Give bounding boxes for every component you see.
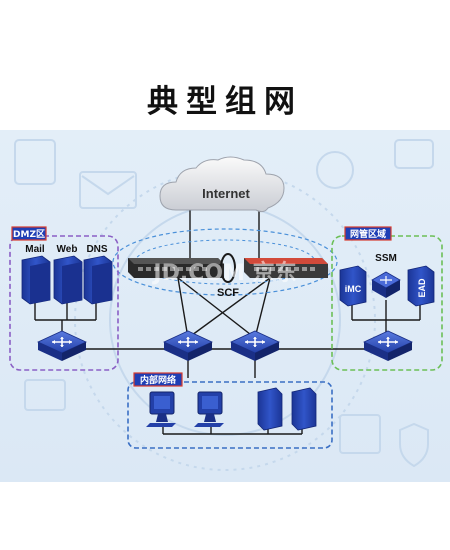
server-label-web: Web — [57, 244, 78, 255]
server-label-dns: DNS — [86, 244, 107, 255]
scf-link-ring — [220, 253, 236, 283]
management-zone-tag — [344, 226, 392, 241]
server-icon — [257, 387, 283, 431]
watermark: JD.COM 京东 — [151, 260, 296, 286]
imc-server-icon: iMC — [339, 265, 367, 307]
page-title: 典型组网 — [147, 84, 303, 120]
internal-zone-tag — [133, 372, 183, 387]
internet-cloud: Internet — [159, 156, 285, 213]
internet-label: Internet — [202, 186, 250, 201]
pc-icon — [194, 391, 224, 427]
server-icon — [291, 387, 317, 431]
ssm-label: SSM — [375, 253, 397, 264]
ssm-device-icon — [371, 271, 401, 298]
internal-zone-label: 内部网络 — [140, 374, 176, 386]
ha-ellipse-outer — [112, 228, 338, 296]
ead-server-icon: EAD — [407, 265, 435, 307]
imc-label: iMC — [345, 284, 362, 294]
dmz-zone-box — [9, 235, 119, 371]
dmz-zone-tag — [11, 226, 47, 241]
firewall-right — [244, 258, 328, 278]
internal-zone-box — [127, 381, 333, 449]
management-zone-label: 网管区域 — [350, 228, 386, 240]
network-diagram: Internet SCF DMZ区 Mai — [0, 130, 450, 482]
dmz-zone-label: DMZ区 — [13, 229, 45, 240]
ead-label: EAD — [417, 278, 427, 298]
pc-icon — [146, 391, 176, 427]
scf-label: SCF — [217, 287, 239, 299]
connection-lines — [34, 208, 421, 435]
dns-server-icon — [83, 255, 113, 305]
firewall-left — [128, 258, 224, 278]
web-server-icon — [53, 255, 83, 305]
server-label-mail: Mail — [25, 244, 45, 255]
mail-server-icon — [21, 255, 51, 305]
